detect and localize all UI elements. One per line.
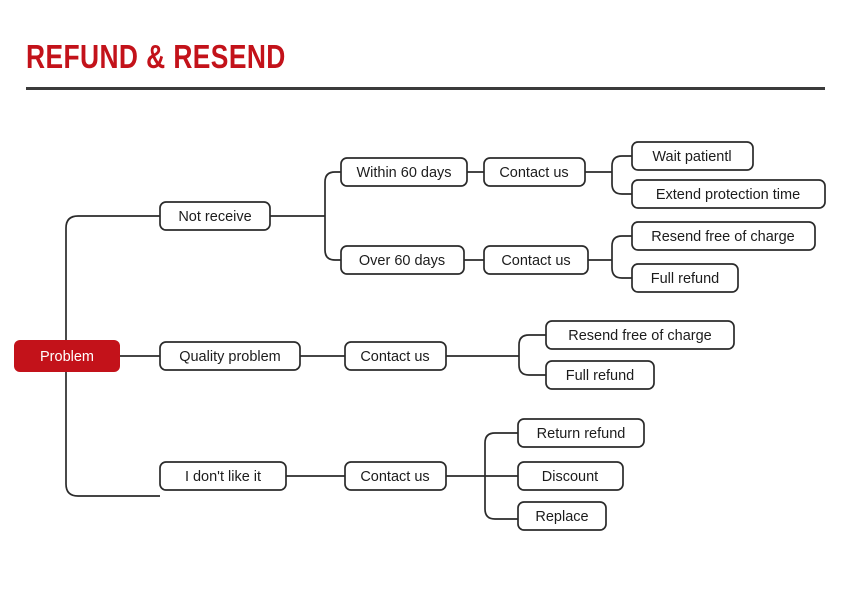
- title-divider: [26, 87, 825, 90]
- node-not-receive[interactable]: Not receive: [159, 201, 271, 231]
- node-full-refund-1-box[interactable]: [631, 263, 739, 293]
- node-over-60-days-label: Over 60 days: [359, 253, 445, 269]
- node-within-60-days[interactable]: Within 60 days: [340, 157, 468, 187]
- node-extend-protection-time-label: Extend protection time: [656, 187, 800, 203]
- node-quality-problem-box[interactable]: [159, 341, 301, 371]
- node-return-refund[interactable]: Return refund: [517, 418, 645, 448]
- node-within-60-days-box[interactable]: [340, 157, 468, 187]
- node-full-refund-1[interactable]: Full refund: [631, 263, 739, 293]
- node-replace-box[interactable]: [517, 501, 607, 531]
- node-discount[interactable]: Discount: [517, 461, 624, 491]
- node-not-receive-label: Not receive: [178, 209, 251, 225]
- refund-resend-tree-diagram: Problem Not receive Within 60 days Conta…: [0, 96, 850, 600]
- node-resend-free-of-charge-1-box[interactable]: [631, 221, 816, 251]
- node-contact-us-3-box[interactable]: [344, 341, 447, 371]
- node-wait-patientl-box[interactable]: [631, 141, 754, 171]
- node-full-refund-2-box[interactable]: [545, 360, 655, 390]
- node-resend-free-of-charge-2-box[interactable]: [545, 320, 735, 350]
- node-quality-problem[interactable]: Quality problem: [159, 341, 301, 371]
- node-contact-us-1[interactable]: Contact us: [483, 157, 586, 187]
- edge-not-receive-split: [270, 171, 341, 261]
- node-full-refund-2[interactable]: Full refund: [545, 360, 655, 390]
- node-resend-free-of-charge-2-label: Resend free of charge: [568, 328, 711, 344]
- node-contact-us-2-label: Contact us: [501, 253, 570, 269]
- edge-contact1-split: [585, 155, 632, 195]
- node-return-refund-box[interactable]: [517, 418, 645, 448]
- node-resend-free-of-charge-1[interactable]: Resend free of charge: [631, 221, 816, 251]
- node-full-refund-1-label: Full refund: [651, 271, 720, 287]
- edge-contact3-split: [446, 334, 546, 376]
- page-title: REFUND & RESEND: [26, 38, 286, 75]
- node-within-60-days-label: Within 60 days: [356, 165, 451, 181]
- node-contact-us-4-label: Contact us: [360, 469, 429, 485]
- node-problem-box[interactable]: [14, 340, 120, 372]
- node-wait-patientl[interactable]: Wait patientl: [631, 141, 754, 171]
- node-contact-us-2-box[interactable]: [483, 245, 589, 275]
- node-full-refund-2-label: Full refund: [566, 368, 635, 384]
- node-problem-label: Problem: [40, 349, 94, 365]
- node-contact-us-4-box[interactable]: [344, 461, 447, 491]
- edge-contact4-split: [446, 432, 518, 520]
- node-dont-like-it-label: I don't like it: [185, 469, 261, 485]
- node-extend-protection-time-box[interactable]: [631, 179, 826, 209]
- node-over-60-days-box[interactable]: [340, 245, 465, 275]
- edge-contact2-split: [588, 235, 632, 279]
- node-discount-label: Discount: [542, 469, 598, 485]
- node-contact-us-3[interactable]: Contact us: [344, 341, 447, 371]
- node-dont-like-it[interactable]: I don't like it: [159, 461, 287, 491]
- node-discount-box[interactable]: [517, 461, 624, 491]
- node-resend-free-of-charge-2[interactable]: Resend free of charge: [545, 320, 735, 350]
- node-extend-protection-time[interactable]: Extend protection time: [631, 179, 826, 209]
- node-contact-us-3-label: Contact us: [360, 349, 429, 365]
- node-dont-like-it-box[interactable]: [159, 461, 287, 491]
- node-resend-free-of-charge-1-label: Resend free of charge: [651, 229, 794, 245]
- node-wait-patientl-label: Wait patientl: [652, 149, 731, 165]
- node-replace-label: Replace: [535, 509, 588, 525]
- node-return-refund-label: Return refund: [537, 426, 626, 442]
- node-not-receive-box[interactable]: [159, 201, 271, 231]
- node-problem[interactable]: Problem: [14, 340, 120, 372]
- node-replace[interactable]: Replace: [517, 501, 607, 531]
- node-contact-us-1-box[interactable]: [483, 157, 586, 187]
- node-quality-problem-label: Quality problem: [179, 349, 281, 365]
- node-contact-us-1-label: Contact us: [499, 165, 568, 181]
- node-contact-us-4[interactable]: Contact us: [344, 461, 447, 491]
- node-over-60-days[interactable]: Over 60 days: [340, 245, 465, 275]
- node-contact-us-2[interactable]: Contact us: [483, 245, 589, 275]
- connector-layer: [65, 155, 632, 520]
